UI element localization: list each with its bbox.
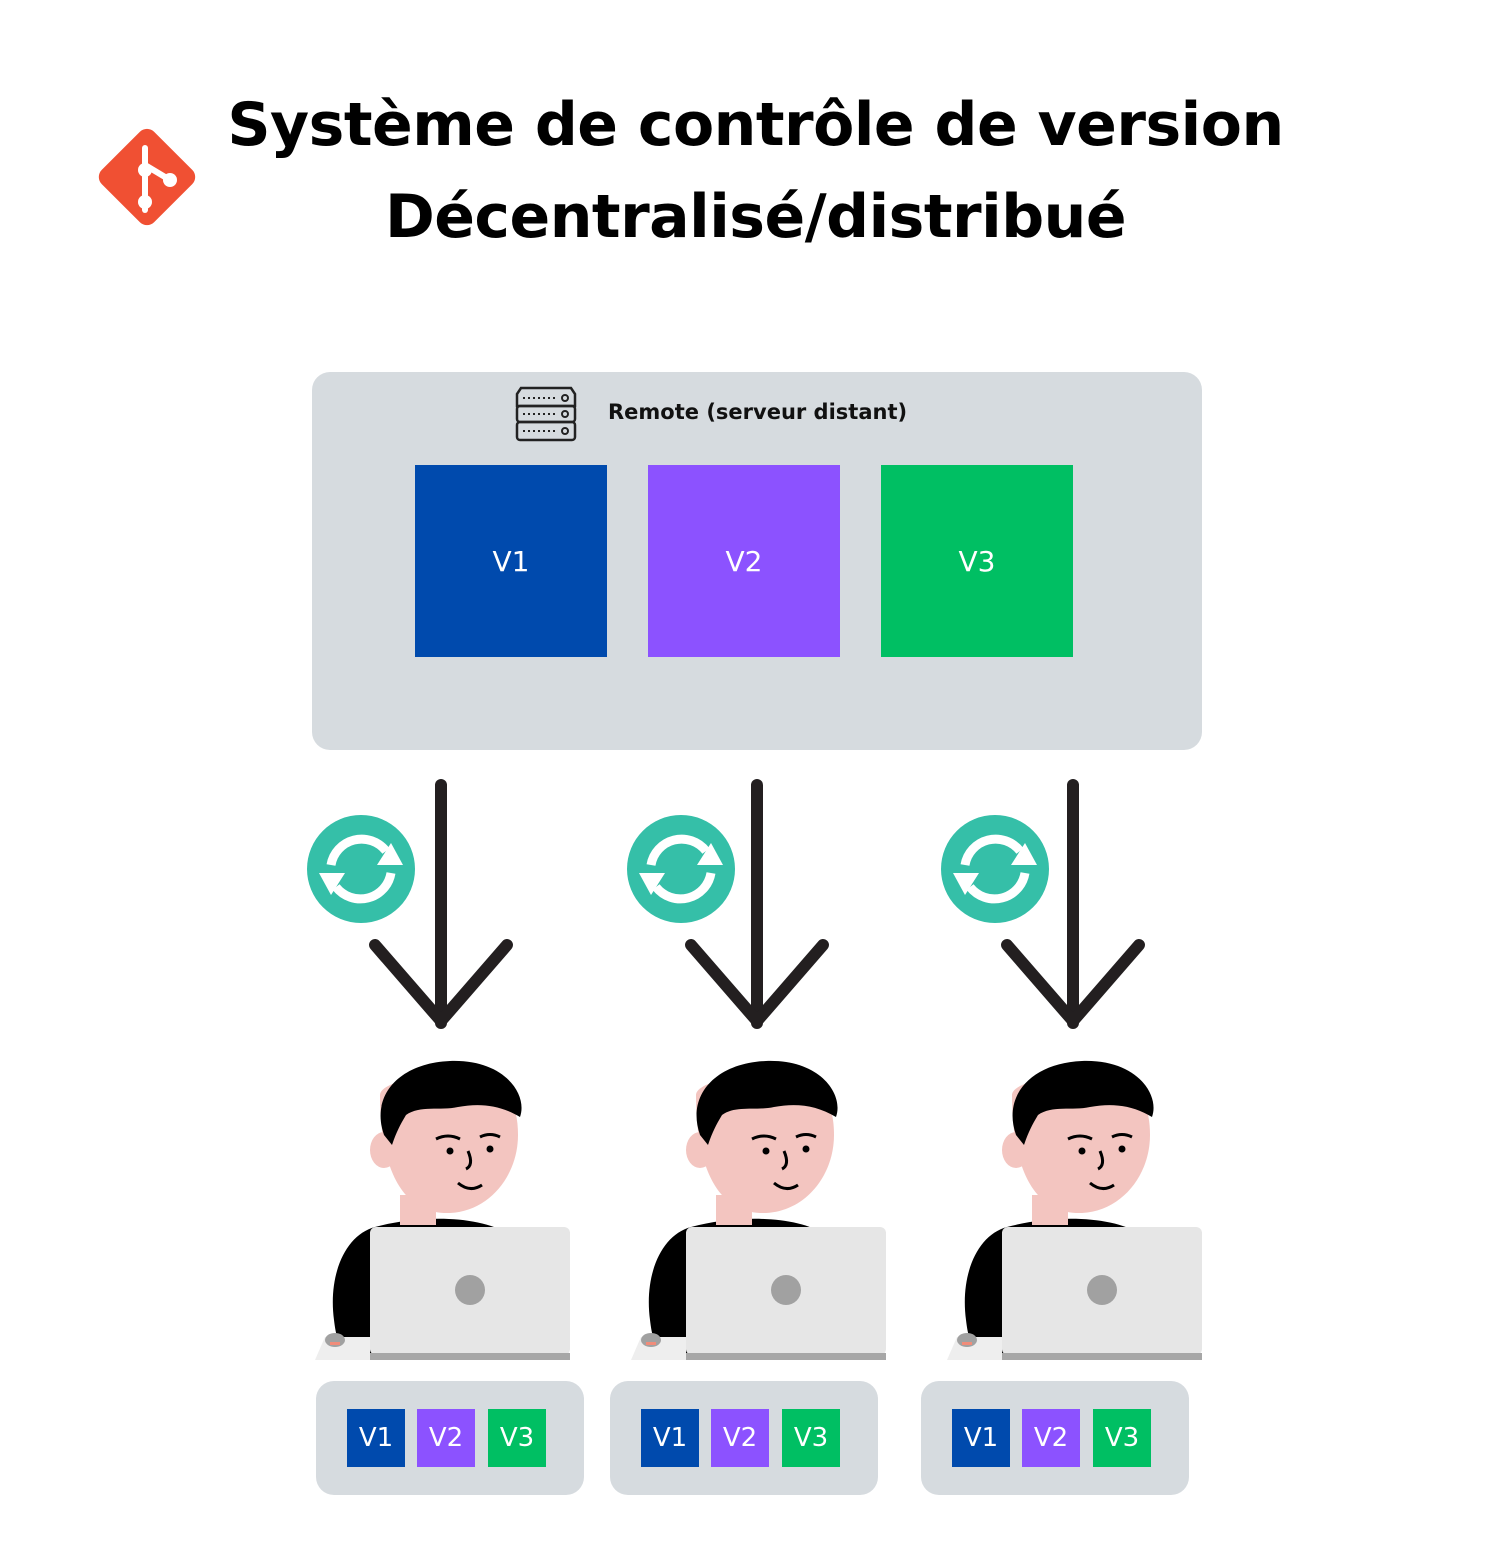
- remote-version-v1: V1: [415, 465, 607, 657]
- remote-label: Remote (serveur distant): [608, 400, 908, 424]
- git-logo-icon: [98, 128, 196, 226]
- local-version-v2: V2: [417, 1409, 475, 1467]
- local-version-v1: V1: [952, 1409, 1010, 1467]
- local-version-v3: V3: [782, 1409, 840, 1467]
- sync-icon: [941, 815, 1049, 923]
- sync-icon: [307, 815, 415, 923]
- local-version-v2: V2: [711, 1409, 769, 1467]
- local-repo-panel-1: V1 V2 V3: [316, 1381, 584, 1495]
- local-repo-panel-2: V1 V2 V3: [610, 1381, 878, 1495]
- local-version-v1: V1: [641, 1409, 699, 1467]
- server-icon: [515, 386, 577, 442]
- page-title-line2: Décentralisé/distribué: [384, 182, 1127, 252]
- developer-laptop-icon: [945, 1059, 1204, 1362]
- page-title-line1: Système de contrôle de version: [227, 90, 1284, 160]
- remote-version-v3: V3: [881, 465, 1073, 657]
- remote-version-v2: V2: [648, 465, 840, 657]
- developer-laptop-icon: [313, 1059, 572, 1362]
- developer-laptop-icon: [629, 1059, 888, 1362]
- local-version-v2: V2: [1022, 1409, 1080, 1467]
- local-version-v1: V1: [347, 1409, 405, 1467]
- local-version-v3: V3: [1093, 1409, 1151, 1467]
- local-repo-panel-3: V1 V2 V3: [921, 1381, 1189, 1495]
- local-version-v3: V3: [488, 1409, 546, 1467]
- sync-icon: [627, 815, 735, 923]
